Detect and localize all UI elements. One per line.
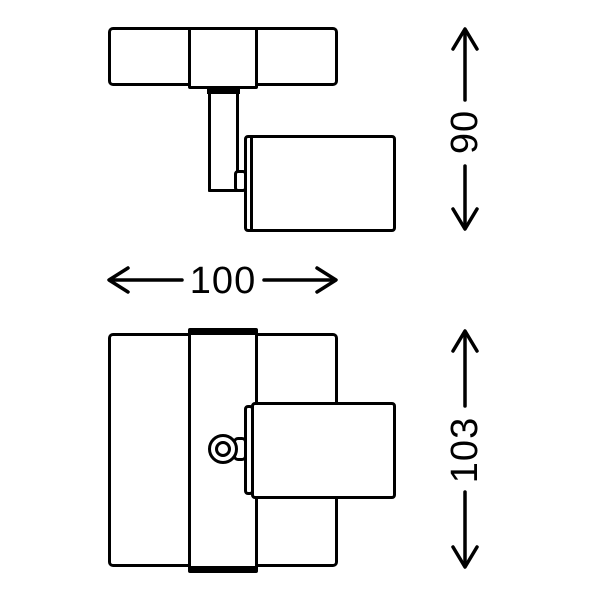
plate-center-section <box>188 27 258 89</box>
lamp-head-side <box>244 135 396 232</box>
dim-width-label: 100 <box>189 260 257 302</box>
adjustment-knob-inner <box>215 441 231 457</box>
dim-height-side-label: 90 <box>444 109 486 155</box>
adjustment-knob-outer <box>208 434 238 464</box>
stem <box>208 91 239 192</box>
lamp-head-endcap-line <box>250 138 253 229</box>
dim-height-front-label: 103 <box>444 416 486 484</box>
lamp-head-front <box>251 402 396 499</box>
